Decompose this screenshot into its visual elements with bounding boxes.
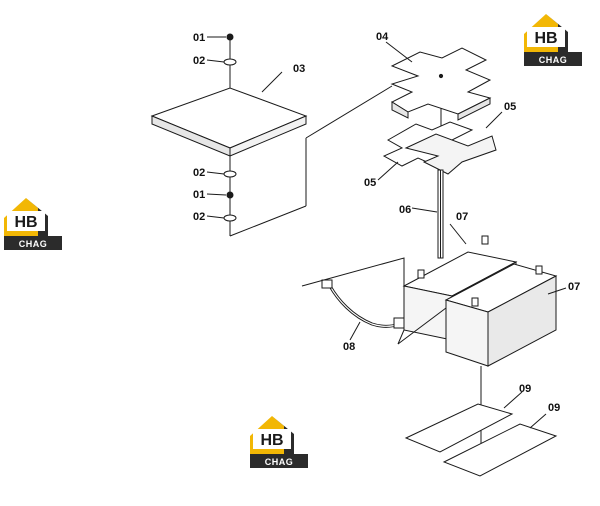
tie-rod-part: [437, 169, 444, 259]
battery-cable-part: [321, 279, 405, 329]
callout-06: 06: [399, 204, 411, 216]
watermark-logo-top-right: HB CHAG: [524, 14, 582, 66]
terminal-post: [471, 297, 479, 307]
cover-plate-part: [150, 87, 308, 157]
callout-07: 07: [456, 211, 468, 223]
callout-05: 05: [504, 101, 516, 113]
bolt-part: [226, 191, 234, 199]
terminal-post: [417, 269, 425, 279]
callout-03: 03: [293, 63, 305, 75]
bolt-part: [226, 33, 234, 41]
bracket-assembly: [377, 41, 503, 259]
logo-text-top: HB: [14, 214, 37, 231]
base-mat-part-left: [404, 403, 514, 453]
watermark-logo-bottom-center: HB CHAG: [250, 416, 308, 468]
callout-08: 08: [343, 341, 355, 353]
washer-part: [223, 214, 237, 222]
terminal-post: [481, 235, 489, 245]
callout-07: 07: [568, 281, 580, 293]
base-mats: [404, 391, 558, 477]
callout-01: 01: [193, 32, 205, 44]
battery-assembly: [301, 223, 567, 458]
callout-01: 01: [193, 189, 205, 201]
callout-02: 02: [193, 55, 205, 67]
clamp-plate-part-right: [404, 133, 497, 175]
callout-02: 02: [193, 167, 205, 179]
cover-assembly: [150, 33, 393, 237]
washer-part: [223, 170, 237, 178]
logo-text-bottom: CHAG: [539, 55, 568, 65]
callout-02: 02: [193, 211, 205, 223]
leader-connector: [305, 85, 393, 139]
battery-front-part: [444, 263, 558, 367]
logo-text-top: HB: [260, 432, 283, 449]
callout-05: 05: [364, 177, 376, 189]
terminal-post: [535, 265, 543, 275]
watermark-logo-left: HB CHAG: [4, 198, 62, 250]
washer-part: [223, 58, 237, 66]
logo-text-bottom: CHAG: [265, 457, 294, 467]
callout-09: 09: [548, 402, 560, 414]
logo-text-top: HB: [534, 30, 557, 47]
logo-text-bottom: CHAG: [19, 239, 48, 249]
callout-labels: 01 02 03 02 01 02 04 05 05 06 07 07 08 0…: [193, 31, 580, 414]
callout-09: 09: [519, 383, 531, 395]
leader-connector: [229, 205, 307, 237]
base-mat-part-right: [442, 423, 558, 477]
callout-04: 04: [376, 31, 389, 43]
cross-bracket-part: [390, 47, 492, 121]
